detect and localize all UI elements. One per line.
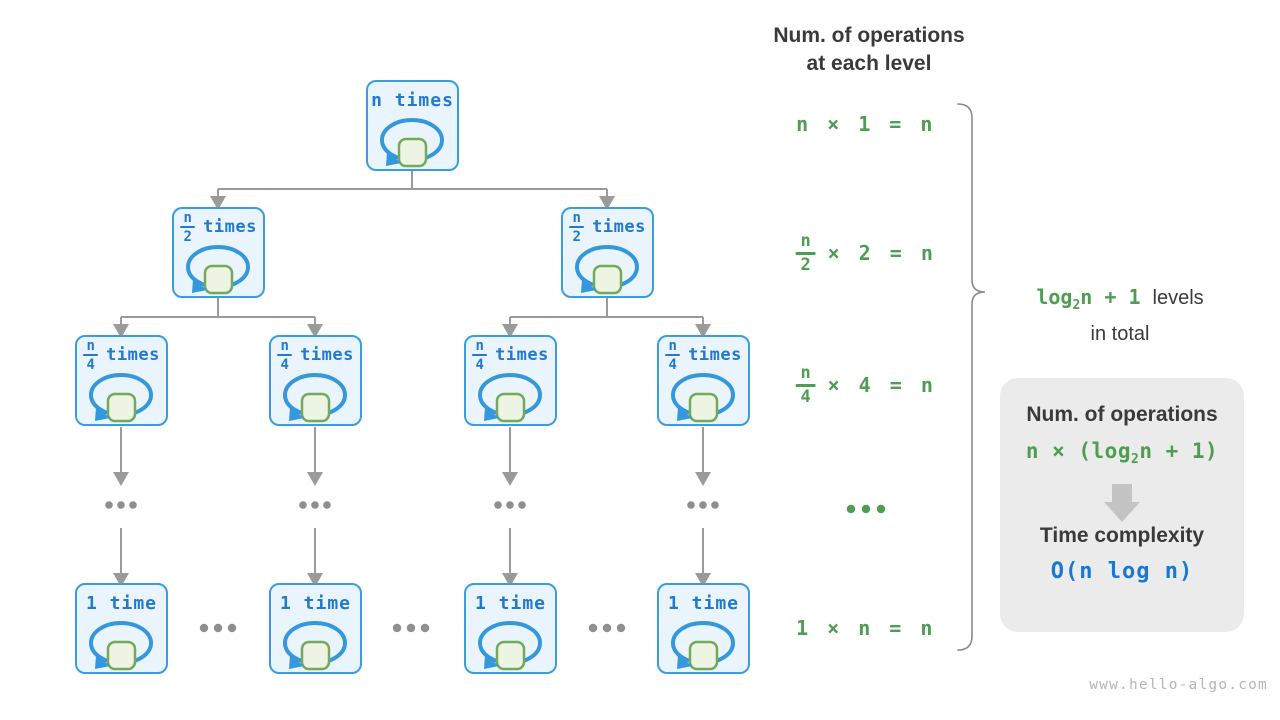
fraction: n 4	[472, 339, 488, 372]
fraction: n 2	[795, 233, 816, 274]
node-label-text: times	[688, 345, 742, 365]
node-label: n times	[368, 84, 457, 116]
fraction: n 4	[665, 339, 681, 372]
node-label: n 2 times	[563, 211, 652, 244]
tree-node-root: n times	[366, 80, 459, 171]
tree-node-leaf-2: 1 time	[269, 583, 362, 674]
node-label: n 4 times	[77, 339, 166, 372]
tree-node-l3-4: n 4 times	[657, 335, 750, 426]
levels-total-line2: in total	[1090, 323, 1150, 345]
fraction-bar	[180, 226, 196, 228]
node-label-text: times	[495, 345, 549, 365]
loop-icon	[574, 245, 639, 295]
tree-node-l3-3: n 4 times	[464, 335, 557, 426]
levels-formula: log2n + 1	[1036, 285, 1141, 313]
node-label: 1 time	[659, 587, 748, 619]
loop-icon	[185, 245, 250, 295]
node-label: 1 time	[466, 587, 555, 619]
node-label-text: n times	[371, 89, 454, 111]
summary-operations-title: Num. of operations	[1026, 403, 1218, 426]
node-label-text: 1 time	[279, 592, 352, 614]
summary-box: Num. of operations n × (log2n + 1) Time …	[1000, 378, 1244, 632]
fraction-bar	[795, 384, 816, 387]
down-arrow-icon	[1112, 484, 1132, 503]
node-label: n 4 times	[466, 339, 555, 372]
ops-row-leaf-level: 1 × n = n	[796, 616, 936, 640]
fraction: n 4	[83, 339, 99, 372]
node-label: 1 time	[271, 587, 360, 619]
site-watermark: www.hello-algo.com	[1089, 677, 1268, 693]
node-label-text: 1 time	[85, 592, 158, 614]
loop-icon	[477, 621, 542, 671]
loop-icon	[670, 621, 735, 671]
node-label: n 4 times	[271, 339, 360, 372]
node-label: n 4 times	[659, 339, 748, 372]
ellipsis-dots-ops-column	[846, 504, 886, 514]
node-label-text: 1 time	[667, 592, 740, 614]
summary-complexity-title: Time complexity	[1039, 524, 1205, 548]
ellipsis-dots-bottom-row	[199, 623, 626, 633]
loop-icon	[282, 373, 347, 423]
summary-complexity-formula: O(n log n)	[1050, 559, 1194, 585]
node-label: n 2 times	[174, 211, 263, 244]
fraction: n 2	[180, 211, 196, 244]
tree-node-l2-2: n 2 times	[561, 207, 654, 298]
fraction: n 2	[569, 211, 585, 244]
loop-icon	[282, 621, 347, 671]
fraction-bar	[83, 354, 99, 356]
tree-node-leaf-3: 1 time	[464, 583, 557, 674]
loop-icon	[670, 373, 735, 423]
tree-node-l2-1: n 2 times	[172, 207, 265, 298]
node-label-text: 1 time	[474, 592, 547, 614]
ops-row-level2: n 2 × 2 = n	[795, 233, 937, 274]
node-label-text: times	[203, 217, 257, 237]
tree-node-leaf-1: 1 time	[75, 583, 168, 674]
ops-column-header: Num. of operations at each level	[739, 22, 999, 78]
loop-icon	[477, 373, 542, 423]
loop-icon	[88, 373, 153, 423]
brace	[957, 103, 986, 651]
node-label-text: times	[300, 345, 354, 365]
fraction-bar	[665, 354, 681, 356]
summary-operations-formula: n × (log2n + 1)	[1025, 439, 1219, 468]
tree-node-l3-2: n 4 times	[269, 335, 362, 426]
tree-node-l3-1: n 4 times	[75, 335, 168, 426]
ops-header-line2: at each level	[806, 52, 932, 75]
ops-row-level3: n 4 × 4 = n	[795, 365, 937, 406]
node-label-text: times	[106, 345, 160, 365]
node-label-text: times	[592, 217, 646, 237]
loop-icon	[88, 621, 153, 671]
loop-icon	[379, 118, 444, 168]
fraction-bar	[277, 354, 293, 356]
node-label: 1 time	[77, 587, 166, 619]
fraction-bar	[472, 354, 488, 356]
tree-node-leaf-4: 1 time	[657, 583, 750, 674]
fraction: n 4	[277, 339, 293, 372]
ops-header-line1: Num. of operations	[773, 24, 965, 47]
fraction: n 4	[795, 365, 816, 406]
fraction-bar	[795, 252, 816, 255]
ops-row-level1: n × 1 = n	[796, 112, 936, 136]
fraction-bar	[569, 226, 585, 228]
ellipsis-dots-vertical	[105, 501, 719, 509]
